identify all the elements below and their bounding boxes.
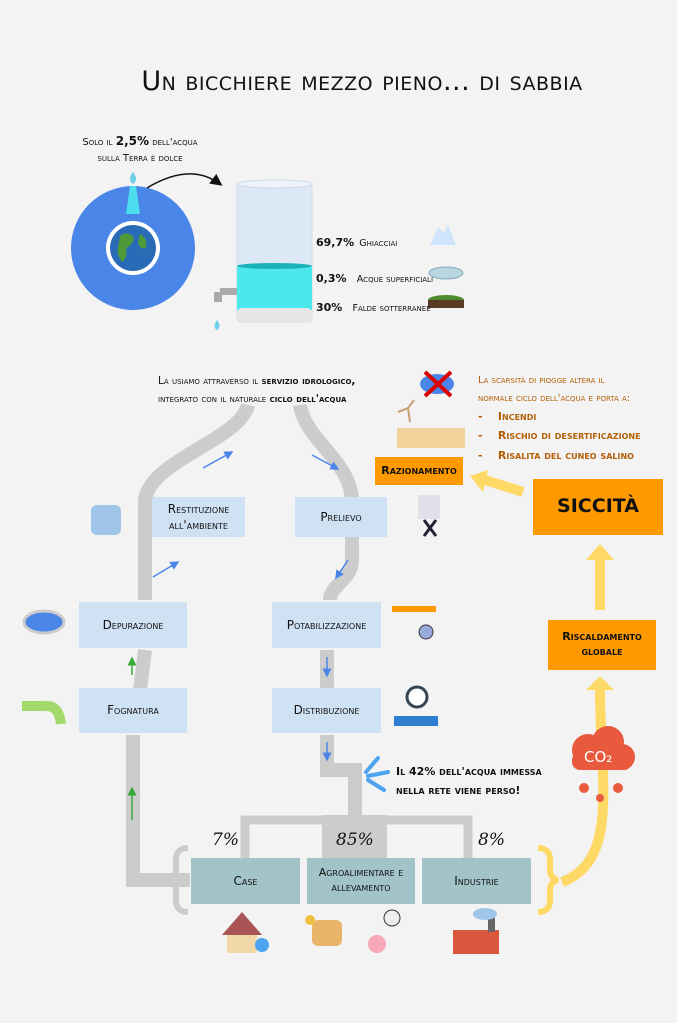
use-percent-agro: 85% [336, 830, 374, 850]
pressure-gauge-icon [394, 685, 438, 726]
use-percent-industrie: 8% [478, 830, 505, 850]
step-potabilizzazione: Potabilizzazione [272, 602, 381, 648]
text: Il 42% dell'acqua immessa [396, 765, 542, 778]
bullet: - [478, 448, 483, 462]
text: integrato con il naturale [158, 393, 270, 406]
arrow-icon [146, 173, 223, 189]
label: Falde sotterranee [352, 303, 431, 314]
intro-text: dell'acqua [149, 137, 198, 148]
effect-item: Risalita del cuneo salino [497, 448, 634, 462]
effect-item: Incendi [497, 410, 537, 423]
water-intake-icon [418, 495, 440, 537]
bullet: - [478, 410, 483, 423]
freshwater-intro: Solo il 2,5% dell'acqua sulla Terra è do… [70, 132, 210, 167]
label: Ghiacciai [359, 238, 398, 249]
bullet: - [478, 429, 483, 443]
use-agroalimentare: Agroalimentare e allevamento [307, 858, 415, 904]
intro-text: sulla Terra è dolce [97, 153, 183, 165]
razionamento-box: Razionamento [375, 457, 463, 485]
water-treatment-icon [392, 606, 436, 640]
drought-effects-text: La scarsità di piogge altera il normale … [478, 372, 641, 465]
effect-item: Rischio di desertificazione [497, 429, 641, 443]
co2-label: CO₂ [584, 748, 613, 766]
service-text: La usiamo attraverso il servizio idrolog… [158, 372, 355, 409]
step-restituzione: Restituzione all'ambiente [152, 497, 245, 537]
bread-wheat-icon [305, 915, 342, 946]
text: La usiamo attraverso il [158, 375, 262, 387]
tap-icon [220, 288, 237, 295]
step-depurazione: Depurazione [79, 602, 187, 648]
sewer-pipe-icon [22, 701, 66, 725]
farm-animals-icon [368, 909, 401, 953]
text-bold: servizio idrologico, [261, 375, 356, 387]
freshwater-ground: 30% Falde sotterranee [316, 296, 431, 315]
step-distribuzione: Distribuzione [272, 688, 381, 733]
page-title: Un bicchiere mezzo pieno... di sabbia [141, 66, 583, 97]
glass-icon [214, 179, 313, 330]
intro-text: Solo il [82, 137, 116, 148]
iceberg-icon [430, 225, 456, 245]
lake-icon [428, 266, 464, 280]
text-bold: ciclo dell'acqua [269, 393, 347, 406]
freshwater-surface: 0,3% Acque superficiali [316, 267, 433, 286]
percent: 69,7% [316, 236, 355, 249]
intro-highlight: 2,5% [115, 134, 150, 148]
step-prelievo: Prelievo [295, 497, 387, 537]
text: normale ciclo dell'acqua e porta a: [478, 392, 631, 404]
riscaldamento-box: Riscaldamento globale [548, 620, 656, 670]
water-drop-icon [130, 172, 136, 184]
label: Acque superficiali [356, 274, 434, 285]
co2-cloud-icon [572, 726, 635, 802]
water-return-icon [91, 505, 121, 535]
leak-text: Il 42% dell'acqua immessa nella rete vie… [396, 762, 542, 801]
use-percent-case: 7% [212, 830, 239, 850]
text: La scarsità di piogge altera il [478, 375, 605, 386]
drought-icon [397, 370, 465, 448]
percent: 0,3% [316, 272, 347, 285]
earth-icon [110, 225, 156, 271]
earth-water-donut [71, 172, 195, 310]
use-case: Case [191, 858, 300, 904]
text: nella rete viene perso! [396, 784, 521, 798]
leak-splash-icon [364, 756, 390, 792]
purification-tank-icon [22, 609, 66, 635]
freshwater-ice: 69,7% Ghiacciai [316, 231, 397, 250]
factory-icon [453, 908, 499, 954]
use-industrie: Industrie [422, 858, 531, 904]
siccita-box: SICCITÀ [533, 479, 663, 535]
groundwater-icon [428, 295, 464, 308]
house-icon [222, 912, 269, 953]
percent: 30% [316, 301, 343, 314]
step-fognatura: Fognatura [79, 688, 187, 733]
